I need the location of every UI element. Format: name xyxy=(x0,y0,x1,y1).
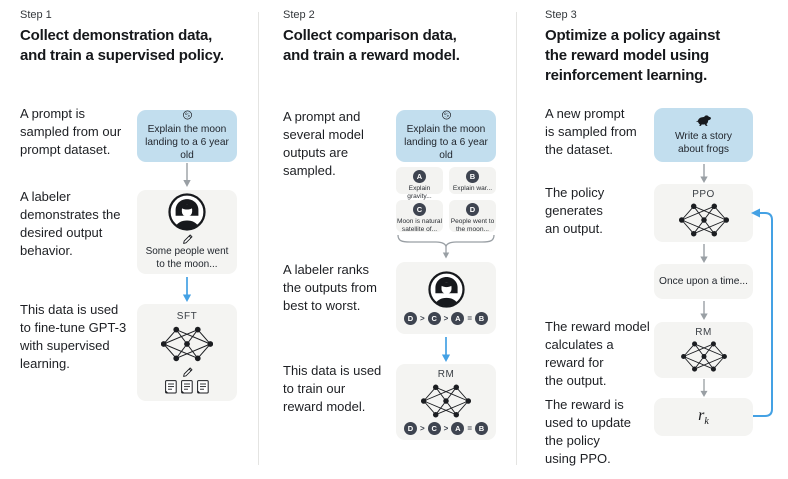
down-arrow-icon xyxy=(699,244,709,263)
prompt-box-step2: Explain the moon landing to a 6 year old xyxy=(396,110,496,162)
step3-heading: Optimize a policy against the reward mod… xyxy=(545,27,721,84)
output-badge-c: C xyxy=(413,203,426,216)
rank-badge: C xyxy=(427,422,441,435)
rank-separator: = xyxy=(467,314,472,323)
rank-badge: B xyxy=(475,312,488,325)
pencil-icon xyxy=(182,234,192,244)
neural-network-icon xyxy=(678,202,729,237)
down-arrow-icon xyxy=(699,301,709,320)
step3-caption-prompt: A new prompt is sampled from the dataset… xyxy=(545,106,637,157)
ppo-policy-box: PPO xyxy=(654,184,753,242)
brace-arrow-icon xyxy=(397,234,495,259)
ppo-label: PPO xyxy=(692,188,715,200)
rank-badge: A xyxy=(451,422,465,435)
output-box-c: C Moon is natural satellite of... xyxy=(396,200,443,233)
rm-label: RM xyxy=(695,327,712,338)
sft-label: SFT xyxy=(176,311,198,322)
output-caption-c: Moon is natural satellite of... xyxy=(396,218,443,233)
rank-badge: D xyxy=(403,422,417,435)
pencil-icon xyxy=(182,367,192,377)
rm-model-box: RM D > C > A = B xyxy=(396,364,496,440)
documents-icon xyxy=(165,380,209,394)
prompt-text: Explain the moon landing to a 6 year old xyxy=(145,124,229,161)
moon-icon xyxy=(182,110,192,120)
step1-heading: Collect demonstration data, and train a … xyxy=(20,27,224,64)
policy-output-text: Once upon a time... xyxy=(659,276,748,287)
document-icon xyxy=(181,380,193,394)
document-icon xyxy=(165,380,177,394)
labeler-avatar-icon xyxy=(168,193,206,231)
ranking-row: D > C > A = B xyxy=(403,422,488,435)
output-badge-b: B xyxy=(466,170,479,183)
rank-separator: > xyxy=(419,424,425,433)
down-arrow-icon xyxy=(699,379,709,397)
document-icon xyxy=(197,380,209,394)
step3-column: Step 3 Optimize a policy against the rew… xyxy=(525,0,788,479)
reward-symbol: rk xyxy=(698,406,709,428)
step2-caption-ranks: A labeler ranks the outputs from best to… xyxy=(283,262,377,313)
output-box-d: D People went to the moon... xyxy=(449,200,496,233)
column-divider xyxy=(516,12,517,465)
output-badge-d: D xyxy=(466,203,479,216)
labeler-ranking-box: D > C > A = B xyxy=(396,262,496,334)
prompt-box-step1: Explain the moon landing to a 6 year old xyxy=(137,110,237,162)
step2-caption-train: This data is used to train our reward mo… xyxy=(283,363,382,414)
output-box-a: A Explain gravity... xyxy=(396,167,443,200)
rank-separator: > xyxy=(443,424,449,433)
step1-column: Step 1 Collect demonstration data, and t… xyxy=(0,0,263,479)
demonstration-text: Some people went to the moon... xyxy=(145,246,229,270)
rank-separator: = xyxy=(467,424,472,433)
step1-caption-prompt: A prompt is sampled from our prompt data… xyxy=(20,106,122,157)
step1-label: Step 1 xyxy=(20,9,52,21)
prompt-text: Write a story about frogs xyxy=(675,131,732,155)
step2-label: Step 2 xyxy=(283,9,315,21)
output-caption-d: People went to the moon... xyxy=(450,218,495,233)
column-divider xyxy=(258,12,259,465)
rank-separator: > xyxy=(419,314,425,323)
frog-icon xyxy=(695,115,711,126)
step2-column: Step 2 Collect comparison data, and trai… xyxy=(263,0,526,479)
output-caption-b: Explain war... xyxy=(452,185,493,192)
policy-output-box: Once upon a time... xyxy=(654,264,753,299)
neural-network-icon xyxy=(680,340,727,373)
rank-badge: D xyxy=(403,312,417,325)
rank-badge: C xyxy=(427,312,441,325)
sft-model-box: SFT xyxy=(137,304,237,401)
down-arrow-icon xyxy=(699,164,709,183)
moon-icon xyxy=(441,110,451,120)
step2-heading: Collect comparison data, and train a rew… xyxy=(283,27,460,64)
rank-separator: > xyxy=(443,314,449,323)
step2-caption-sampled: A prompt and several model outputs are s… xyxy=(283,109,364,178)
feedback-loop-arrow xyxy=(751,208,773,417)
labeler-avatar-icon xyxy=(428,271,465,308)
neural-network-icon xyxy=(421,384,471,418)
output-caption-a: Explain gravity... xyxy=(407,185,432,200)
prompt-text: Explain the moon landing to a 6 year old xyxy=(404,124,488,161)
down-arrow-icon xyxy=(182,163,192,187)
neural-network-icon xyxy=(161,326,213,362)
rm-label: RM xyxy=(437,369,455,380)
prompt-box-step3: Write a story about frogs xyxy=(654,108,753,162)
blue-down-arrow-icon xyxy=(441,337,451,362)
blue-down-arrow-icon xyxy=(182,277,192,302)
output-box-b: B Explain war... xyxy=(449,167,496,194)
step1-caption-finetune: This data is used to fine-tune GPT-3 wit… xyxy=(20,302,127,371)
step3-caption-update: The reward is used to update the policy … xyxy=(545,397,632,466)
rank-badge: A xyxy=(451,312,465,325)
rank-badge: B xyxy=(475,422,488,435)
step3-label: Step 3 xyxy=(545,9,577,21)
step3-caption-reward: The reward model calculates a reward for… xyxy=(545,319,650,388)
output-badge-a: A xyxy=(413,170,426,183)
rm-model-box-step3: RM xyxy=(654,322,753,378)
step1-caption-labeler: A labeler demonstrates the desired outpu… xyxy=(20,189,121,258)
ranking-row: D > C > A = B xyxy=(403,312,488,325)
labeler-box: Some people went to the moon... xyxy=(137,190,237,274)
reward-value-box: rk xyxy=(654,398,753,436)
step3-caption-policy: The policy generates an output. xyxy=(545,185,605,236)
